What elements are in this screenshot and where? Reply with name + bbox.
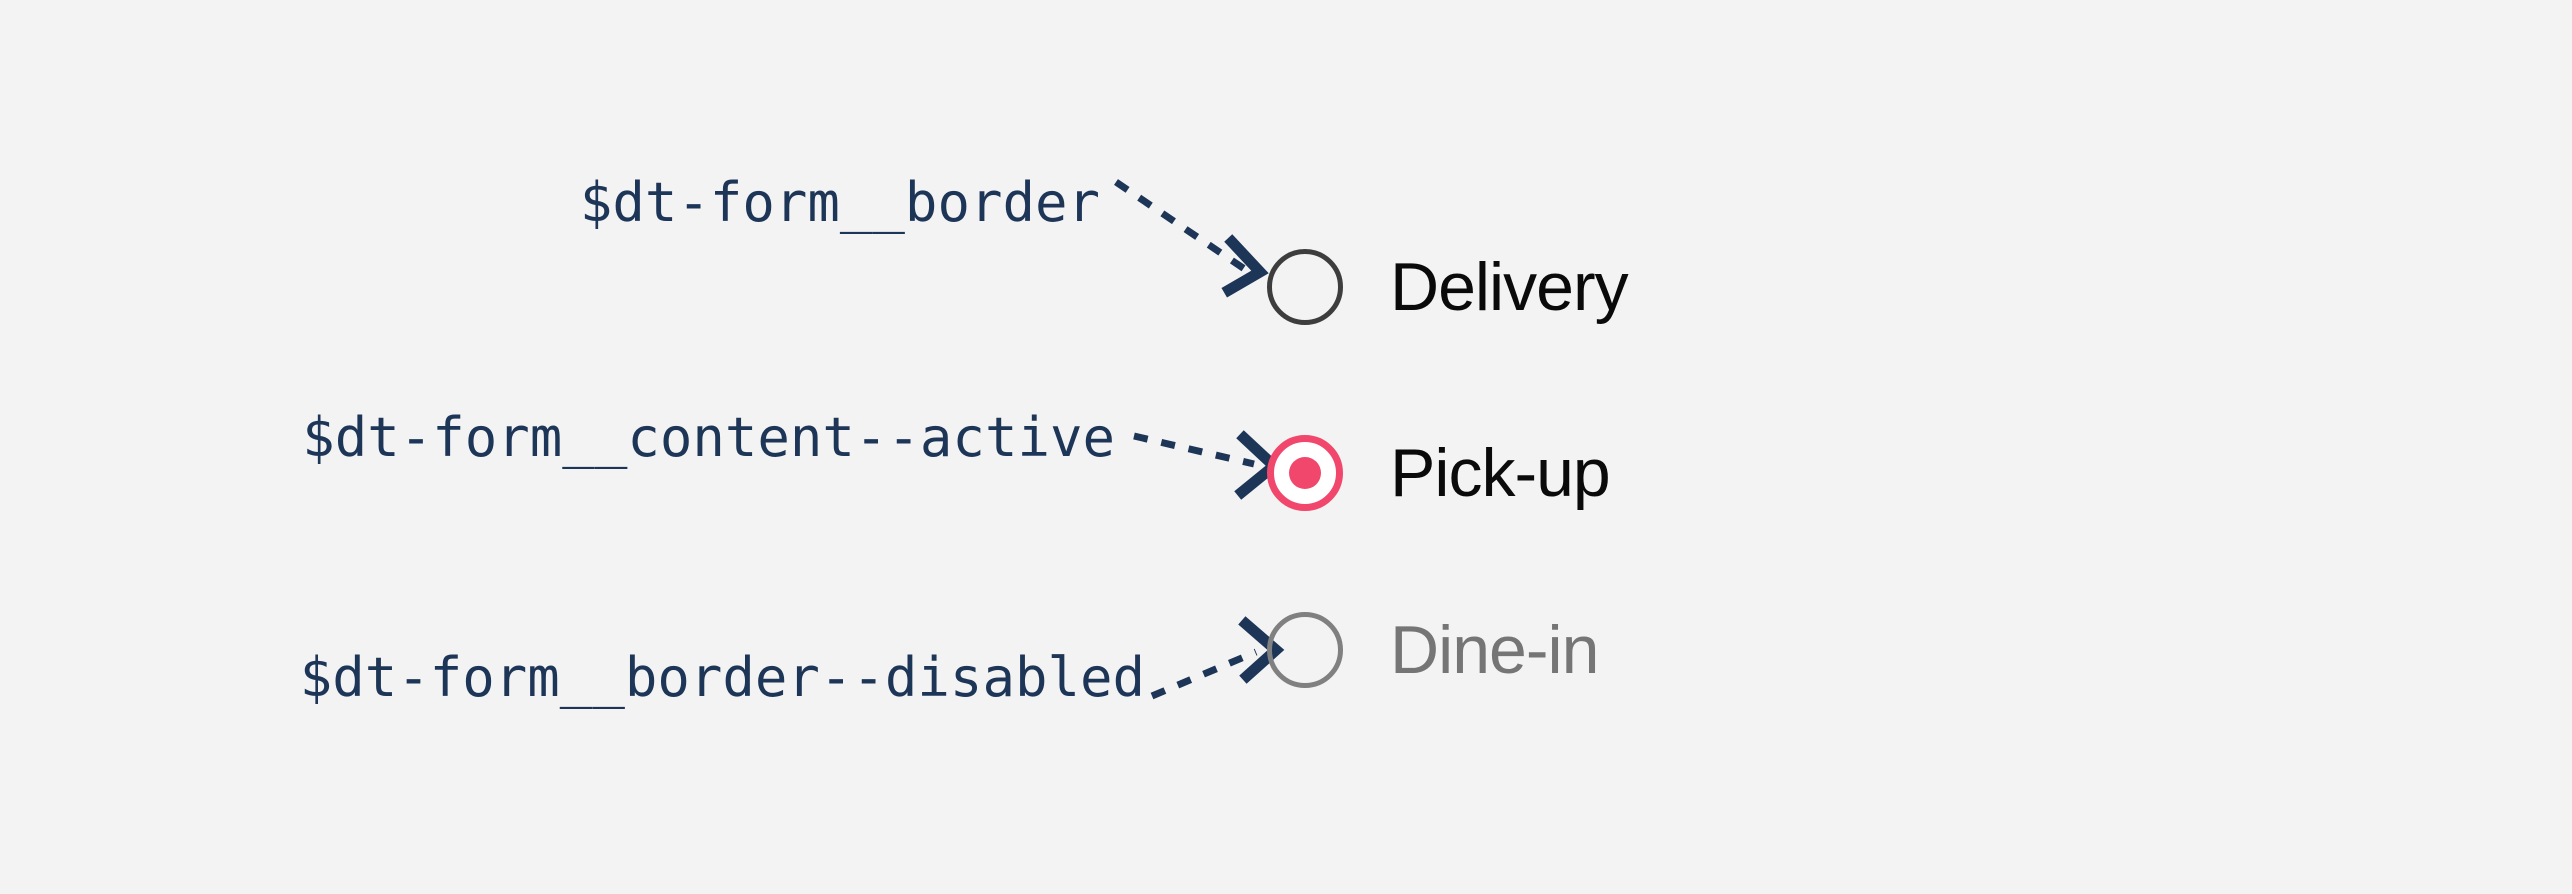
- radio-option-pickup[interactable]: Pick-up: [1267, 435, 1611, 511]
- radio-option-dinein: Dine-in: [1267, 612, 1599, 688]
- token-label-border: $dt-form__border: [579, 171, 1100, 234]
- radio-circle-icon-checked[interactable]: [1267, 435, 1343, 511]
- token-label-border-disabled: $dt-form__border--disabled: [299, 646, 1145, 709]
- radio-dot-icon: [1289, 457, 1321, 489]
- radio-label-dinein: Dine-in: [1390, 612, 1599, 688]
- radio-label-delivery[interactable]: Delivery: [1390, 249, 1629, 325]
- arrow-to-active-radio: [1133, 430, 1283, 500]
- radio-label-pickup[interactable]: Pick-up: [1390, 435, 1611, 511]
- arrow-to-default-radio: [1114, 179, 1269, 298]
- radio-circle-icon-disabled: [1267, 612, 1343, 688]
- radio-circle-icon-unchecked[interactable]: [1267, 249, 1343, 325]
- token-label-content-active: $dt-form__content--active: [302, 406, 1115, 469]
- radio-option-delivery[interactable]: Delivery: [1267, 249, 1629, 325]
